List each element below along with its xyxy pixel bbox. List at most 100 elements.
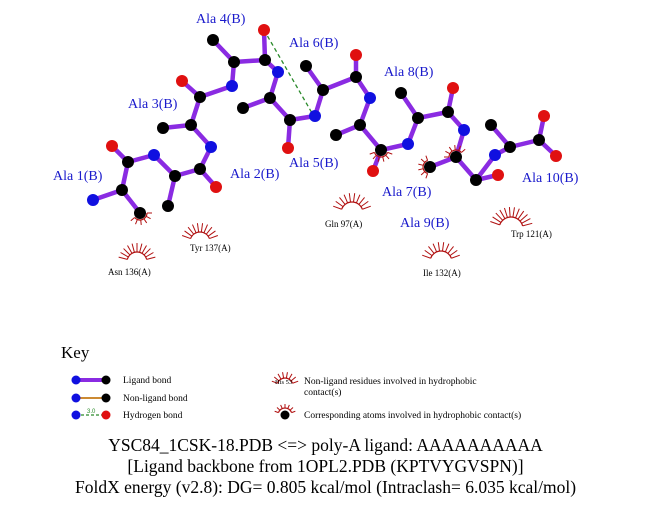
residue-label-ala-7: Ala 7(B)	[382, 185, 432, 200]
legend-nitrogen-atom-2	[71, 393, 81, 403]
legend-hydrophobic-arc	[271, 372, 299, 384]
carbon-atom	[264, 92, 276, 104]
nitrogen-atom	[458, 124, 470, 136]
carbon-atom	[122, 156, 134, 168]
nitrogen-atom	[87, 194, 99, 206]
hydrogen-bond	[263, 29, 313, 114]
residue-label-ala-10: Ala 10(B)	[522, 171, 579, 186]
legend-hydrophobic-example: His 53	[275, 379, 292, 386]
residue-label-ala-4: Ala 4(B)	[196, 12, 246, 27]
carbon-atom	[116, 184, 128, 196]
carbon-atom	[169, 170, 181, 182]
residue-label-ala-5: Ala 5(B)	[289, 156, 339, 171]
oxygen-atom	[176, 75, 188, 87]
carbon-atom	[504, 141, 516, 153]
residue-label-ala-9: Ala 9(B)	[400, 216, 450, 231]
carbon-atom	[259, 54, 271, 66]
legend-nonligand-bond-label: Non-ligand bond	[123, 394, 188, 404]
hydrophobic-atom-contact-4	[444, 145, 466, 158]
carbon-atom	[185, 119, 197, 131]
legend-hydrogen-bond-label: Hydrogen bond	[123, 411, 183, 421]
oxygen-atom	[106, 140, 118, 152]
hydrophobic-arc-gln-97	[333, 193, 371, 210]
nitrogen-atom	[272, 66, 284, 78]
carbon-atom	[162, 200, 174, 212]
oxygen-atom	[350, 49, 362, 61]
hydrophobic-atom-contact-2	[369, 151, 393, 162]
oxygen-atom	[538, 110, 550, 122]
hydrophobic-arc-tyr-137	[181, 223, 219, 240]
hydrophobic-label-tyr-137: Tyr 137(A)	[190, 243, 231, 253]
carbon-atom	[134, 207, 146, 219]
carbon-atom	[207, 34, 219, 46]
nitrogen-atom	[205, 141, 217, 153]
carbon-atom	[157, 122, 169, 134]
carbon-atom	[350, 71, 362, 83]
oxygen-atom	[447, 82, 459, 94]
carbon-atom	[228, 56, 240, 68]
legend-hydrophobic-atom-arc	[274, 404, 296, 414]
carbon-atom	[470, 174, 482, 186]
hydrophobic-atom-contact-1	[130, 212, 152, 225]
residue-label-ala-6: Ala 6(B)	[289, 36, 339, 51]
legend-contact-atom	[280, 410, 290, 420]
nitrogen-atom	[489, 149, 501, 161]
oxygen-atom	[367, 165, 379, 177]
hydrophobic-arc-asn-136	[118, 243, 156, 260]
oxygen-atom	[492, 169, 504, 181]
hydrophobic-label-gln-97: Gln 97(A)	[325, 219, 362, 229]
carbon-atom	[237, 102, 249, 114]
hydrophobic-arc-ile-132	[422, 242, 460, 259]
oxygen-atom	[210, 181, 222, 193]
ligplot-diagram: Ala 1(B) Ala 2(B) Ala 3(B) Ala 4(B) Ala …	[53, 12, 579, 421]
nitrogen-atom	[402, 138, 414, 150]
residue-label-ala-8: Ala 8(B)	[384, 65, 434, 80]
caption-line-1: YSC84_1CSK-18.PDB <=> poly-A ligand: AAA…	[108, 435, 543, 455]
legend-hydrophobic-residue-label-2: contact(s)	[304, 387, 341, 398]
hydrophobic-atom-contact-3	[418, 155, 429, 179]
oxygen-atom	[282, 142, 294, 154]
carbon-atom	[450, 151, 462, 163]
carbon-atom	[194, 163, 206, 175]
carbon-atom	[442, 106, 454, 118]
carbon-atom	[424, 161, 436, 173]
legend-arc-shape	[271, 372, 299, 384]
hydrophobic-arc-trp-121	[490, 207, 533, 227]
oxygen-atom	[258, 24, 270, 36]
ligand-atoms	[87, 24, 562, 219]
carbon-atom	[375, 144, 387, 156]
oxygen-atom	[550, 150, 562, 162]
nitrogen-atom	[148, 149, 160, 161]
carbon-atom	[330, 129, 342, 141]
residue-label-ala-1: Ala 1(B)	[53, 169, 103, 184]
legend-oxygen-atom	[101, 410, 111, 420]
legend-hydrophobic-atoms-label: Corresponding atoms involved in hydropho…	[304, 410, 521, 421]
legend-nitrogen-atom	[71, 375, 81, 385]
residue-label-ala-2: Ala 2(B)	[230, 167, 280, 182]
legend-hydrophobic-residue-label: Non-ligand residues involved in hydropho…	[304, 377, 477, 387]
legend-ligand-bond-label: Ligand bond	[123, 376, 172, 386]
residue-label-ala-3: Ala 3(B)	[128, 97, 178, 112]
carbon-atom	[412, 112, 424, 124]
legend-carbon-atom	[101, 375, 111, 385]
nitrogen-atom	[309, 110, 321, 122]
hydrophobic-label-ile-132: Ile 132(A)	[423, 268, 461, 278]
caption-line-2: [Ligand backbone from 1OPL2.PDB (KPTVYGV…	[127, 456, 524, 476]
carbon-atom	[395, 87, 407, 99]
carbon-atom	[485, 119, 497, 131]
legend-hbond-distance: 3.0	[87, 409, 96, 415]
caption-line-3: FoldX energy (v2.8): DG= 0.805 kcal/mol …	[74, 477, 577, 497]
nitrogen-atom	[226, 80, 238, 92]
legend-title: Key	[61, 343, 90, 362]
carbon-atom	[354, 119, 366, 131]
legend-carbon-atom-2	[101, 393, 111, 403]
legend-atom-arc-shape	[274, 404, 296, 414]
carbon-atom	[194, 91, 206, 103]
hydrophobic-label-trp-121: Trp 121(A)	[511, 229, 552, 239]
carbon-atom	[317, 84, 329, 96]
legend: Key Ligand bond Non-ligand bond 3.0 Hydr…	[61, 343, 521, 421]
legend-nitrogen-atom-3	[71, 410, 81, 420]
hydrophobic-contacts	[118, 145, 533, 260]
nitrogen-atom	[364, 92, 376, 104]
hydrophobic-label-asn-136: Asn 136(A)	[108, 267, 151, 277]
